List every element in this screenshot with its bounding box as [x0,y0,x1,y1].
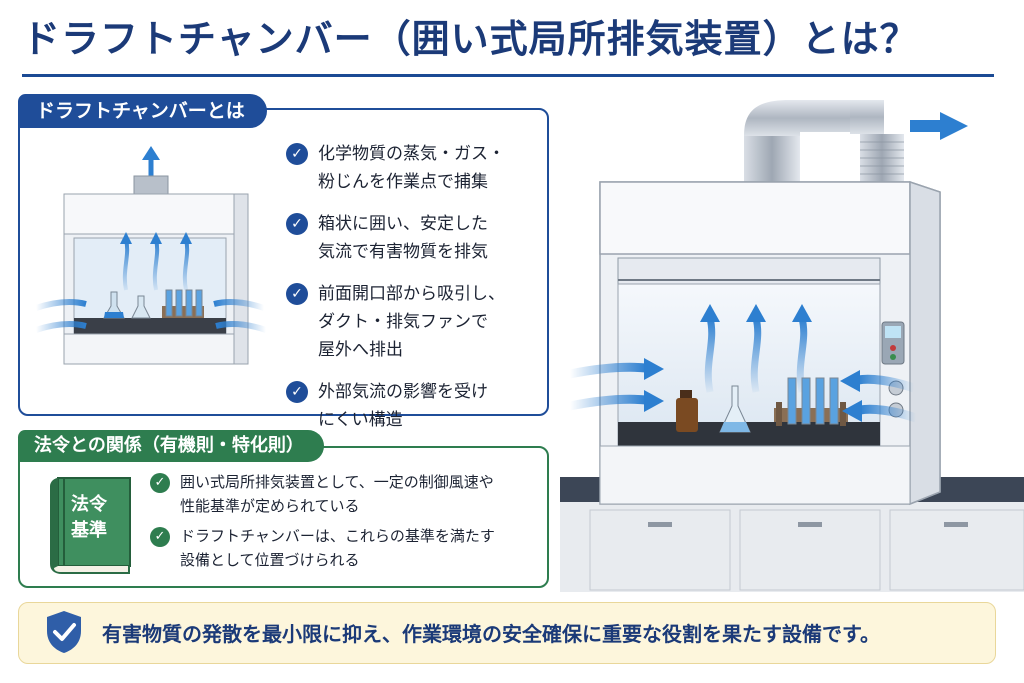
overview-feature-list: ✓ 化学物質の蒸気・ガス・ 粉じんを作業点で捕集 ✓ 箱状に囲い、安定した 気流… [286,140,544,448]
list-item: ✓ 囲い式局所排気装置として、一定の制御風速や 性能基準が定められている [150,470,542,518]
check-icon: ✓ [286,213,308,235]
check-icon: ✓ [286,381,308,403]
check-icon: ✓ [286,143,308,165]
feature-text: 外部気流の影響を受け にくい構造 [318,382,488,430]
check-icon: ✓ [150,527,170,547]
check-icon: ✓ [286,283,308,305]
law-book-icon [50,477,131,574]
summary-text: 有害物質の発散を最小限に抑え、作業環境の安全確保に重要な役割を果たす設備です。 [102,622,880,646]
list-item: ✓ ドラフトチャンバーは、これらの基準を満たす 設備として位置づけられる [150,524,542,572]
small-fume-hood-illustration [35,146,267,365]
title-divider [22,74,994,77]
regulation-list: ✓ 囲い式局所排気装置として、一定の制御風速や 性能基準が定められている ✓ ド… [150,470,542,578]
page-title: ドラフトチャンバー（囲い式局所排気装置）とは？ [22,17,919,61]
regulation-text: 囲い式局所排気装置として、一定の制御風速や 性能基準が定められている [180,473,494,515]
list-item: ✓ 箱状に囲い、安定した 気流で有害物質を排気 [286,210,544,266]
shield-check-icon [47,611,81,653]
book-label-text: 法令 基準 [71,494,107,541]
feature-text: 化学物質の蒸気・ガス・ 粉じんを作業点で捕集 [318,144,505,192]
regulation-header: 法令との関係（有機則・特化則） [18,430,324,462]
list-item: ✓ 外部気流の影響を受け にくい構造 [286,378,544,434]
list-item: ✓ 前面開口部から吸引し、 ダクト・排気ファンで 屋外へ排出 [286,280,544,364]
book-label: 法令 基準 [56,492,122,544]
check-icon: ✓ [150,473,170,493]
feature-text: 前面開口部から吸引し、 ダクト・排気ファンで 屋外へ排出 [318,284,505,360]
summary-banner [18,602,996,664]
list-item: ✓ 化学物質の蒸気・ガス・ 粉じんを作業点で捕集 [286,140,544,196]
overview-header: ドラフトチャンバーとは [18,94,267,128]
fume-hood-illustration [560,100,1024,592]
feature-text: 箱状に囲い、安定した 気流で有害物質を排気 [318,214,488,262]
regulation-text: ドラフトチャンバーは、これらの基準を満たす 設備として位置づけられる [180,527,495,569]
